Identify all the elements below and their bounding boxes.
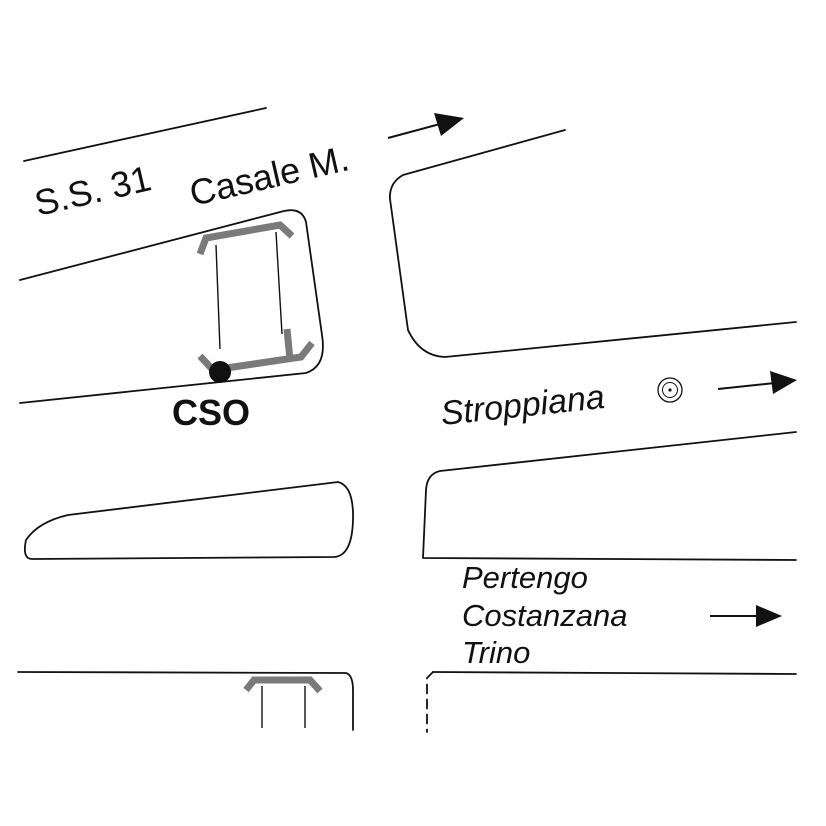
arrow-icon-stroppiana [717, 371, 797, 394]
block-northeast [389, 129, 797, 358]
destination-label-trino: Trino [462, 635, 530, 670]
destination-label-costanzana: Costanzana [462, 598, 627, 633]
south-bridge [243, 676, 323, 728]
landmark-icon [657, 377, 683, 403]
block-northwest [19, 209, 324, 404]
road-edge-southeast [432, 671, 797, 675]
arrow-icon-pertengo [710, 605, 782, 627]
bridge-post-right [283, 328, 294, 361]
station-label: CSO [172, 392, 250, 433]
road-number-label: S.S. 31 [31, 157, 155, 224]
destination-label-stroppiana: Stroppiana [439, 378, 607, 433]
road-destination-label: Casale M. [186, 137, 353, 213]
block-west-middle [23, 481, 354, 560]
block-east-middle [422, 431, 797, 561]
station-bridge [196, 221, 315, 374]
bridge-rail-right [275, 231, 283, 335]
arrow-icon-casale [387, 113, 464, 139]
south-bridge-top [243, 676, 323, 694]
road-edge-southeast-dashed [426, 671, 434, 733]
road-edge-ss31-north [23, 107, 267, 162]
bridge-bottom [197, 340, 315, 374]
station-marker-icon [209, 361, 231, 383]
road-edge-southwest [17, 671, 354, 731]
bridge-top [196, 221, 295, 256]
destination-label-pertengo: Pertengo [462, 560, 588, 595]
road-network [17, 107, 797, 733]
bridge-rail-left [215, 244, 221, 350]
